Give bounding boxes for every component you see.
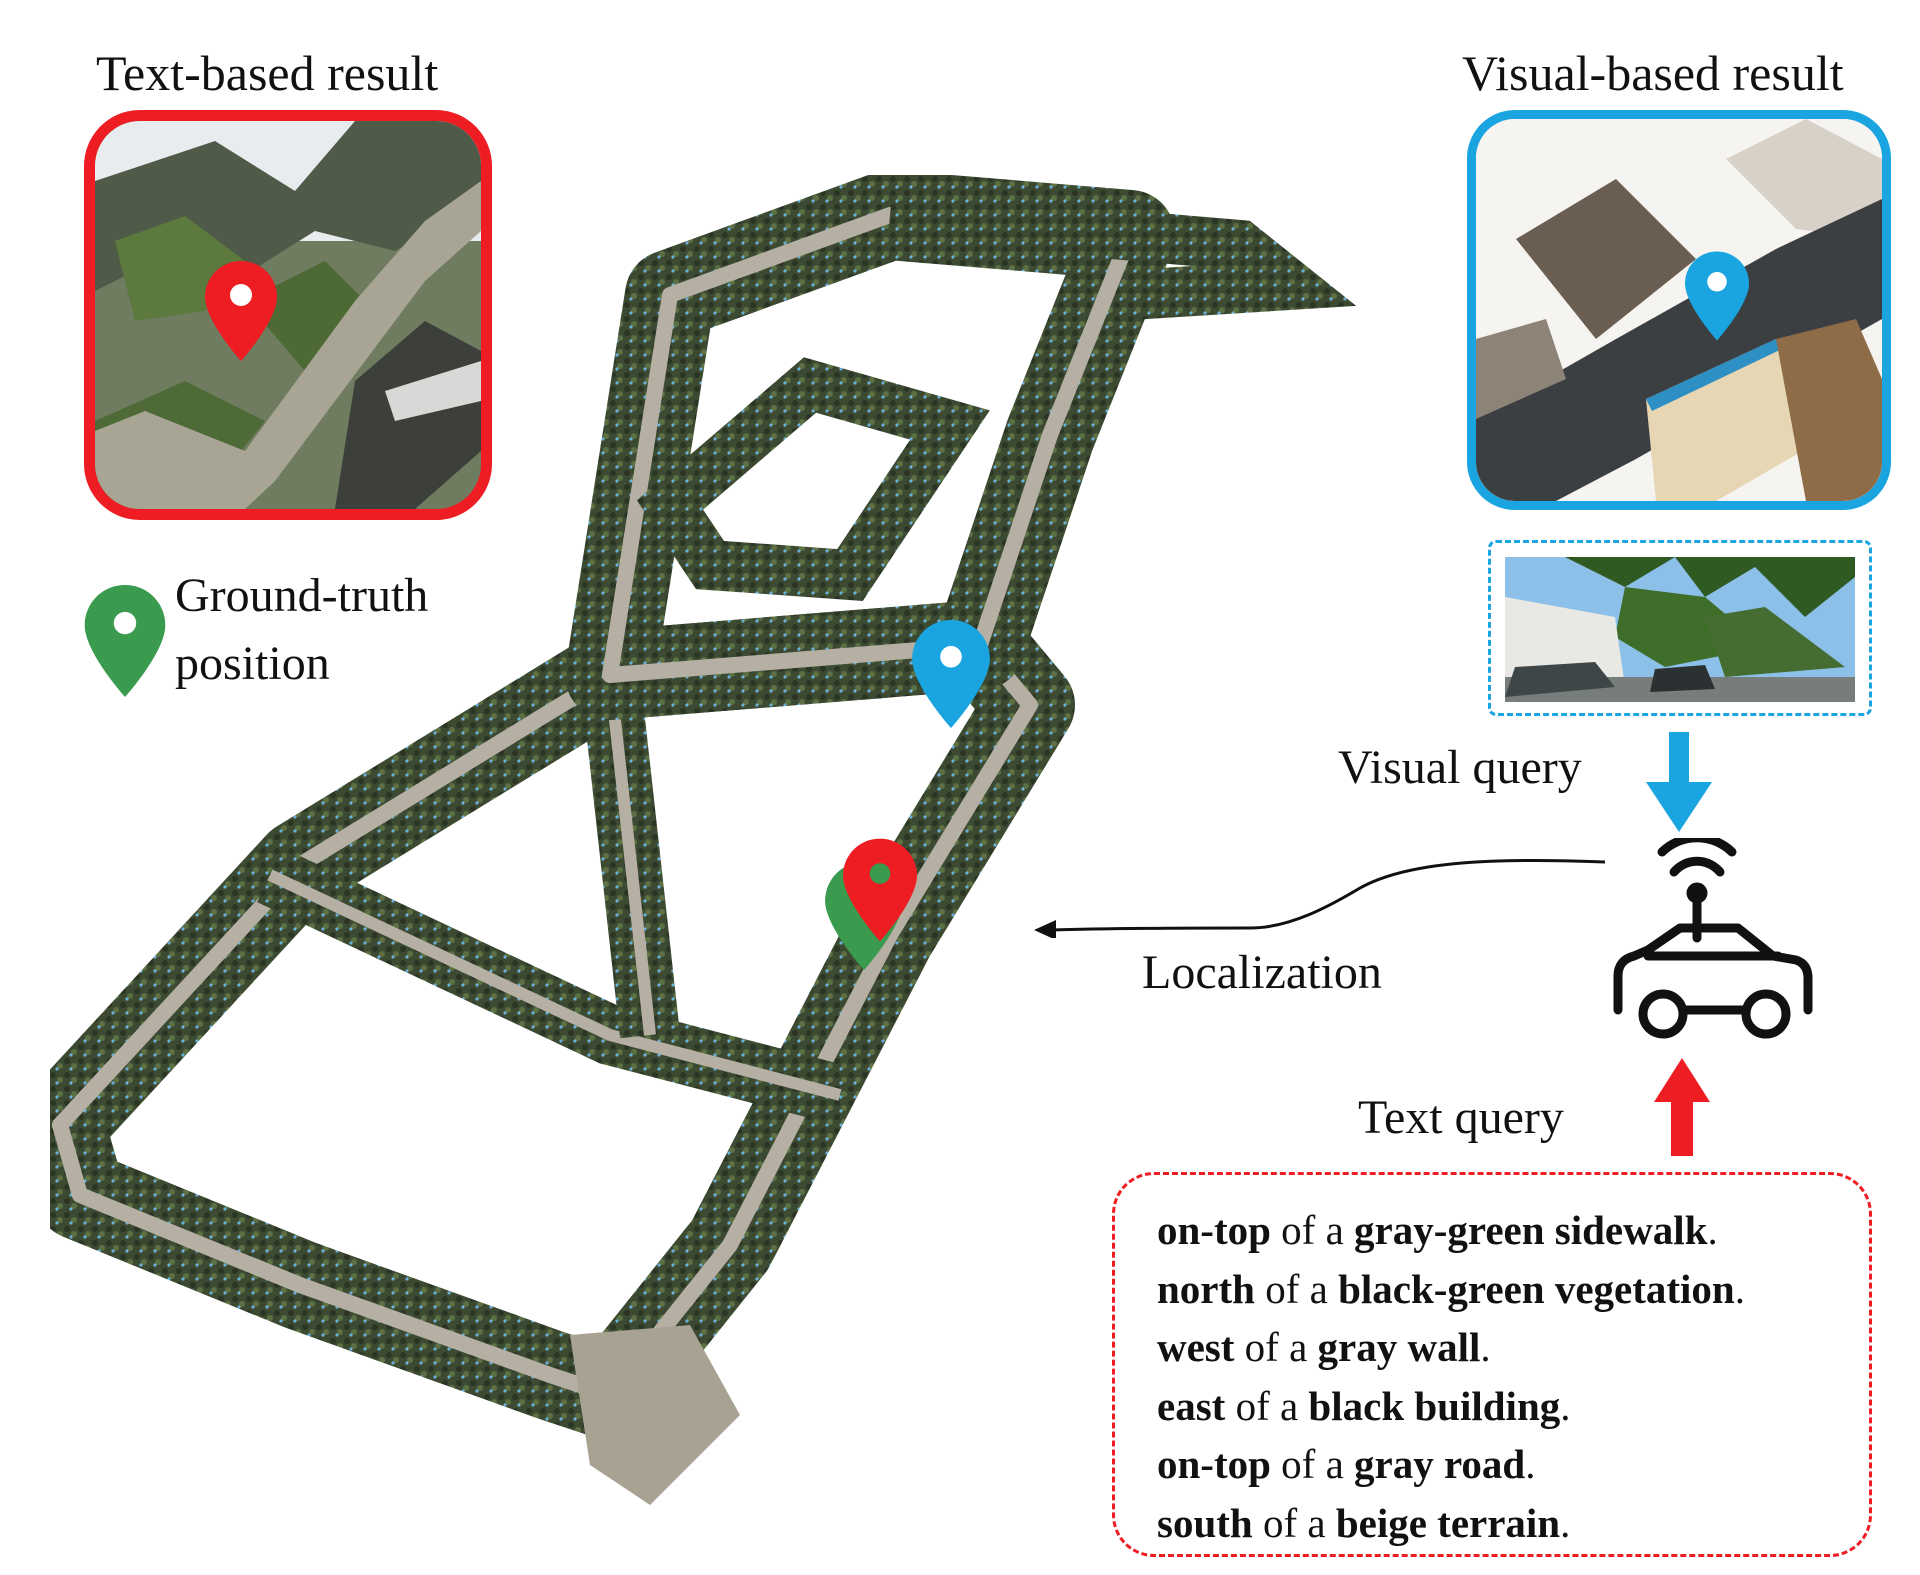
visual-based-result-image	[1467, 110, 1891, 510]
visual-result-pin-icon	[1685, 251, 1749, 341]
ground-truth-label-line1: Ground-truth	[175, 569, 429, 622]
text-query-line: north of a black-green vegetation.	[1157, 1265, 1745, 1312]
text-query-line: east of a black building.	[1157, 1382, 1571, 1429]
localization-label: Localization	[1142, 946, 1382, 999]
visual-based-result-title: Visual-based result	[1462, 45, 1844, 101]
car-antenna-icon	[1613, 838, 1813, 1039]
text-query-line: west of a gray wall.	[1157, 1324, 1491, 1370]
visual-query-image-frame	[1488, 540, 1872, 716]
text-query-line: on-top of a gray road.	[1157, 1441, 1536, 1487]
localization-arrow-icon	[1034, 858, 1606, 938]
text-based-result-title: Text-based result	[96, 45, 439, 101]
ground-truth-label-line2: position	[175, 637, 330, 690]
visual-query-label: Visual query	[1338, 741, 1582, 794]
text-query-box: on-top of a gray-green sidewalk. north o…	[1112, 1172, 1872, 1557]
map-visual-result-pin-icon	[912, 620, 990, 728]
text-based-result-image	[84, 110, 492, 520]
visual-query-image	[1505, 557, 1855, 702]
text-query-line: on-top of a gray-green sidewalk.	[1157, 1207, 1718, 1253]
text-query-label: Text query	[1358, 1091, 1564, 1144]
visual-query-arrow-icon	[1646, 732, 1712, 832]
text-query-line: south of a beige terrain.	[1157, 1499, 1571, 1546]
text-query-arrow-icon	[1654, 1058, 1710, 1156]
map-text-result-pin-icon	[843, 838, 917, 942]
ground-truth-pin-icon	[84, 585, 166, 697]
text-result-pin-icon	[205, 261, 277, 361]
